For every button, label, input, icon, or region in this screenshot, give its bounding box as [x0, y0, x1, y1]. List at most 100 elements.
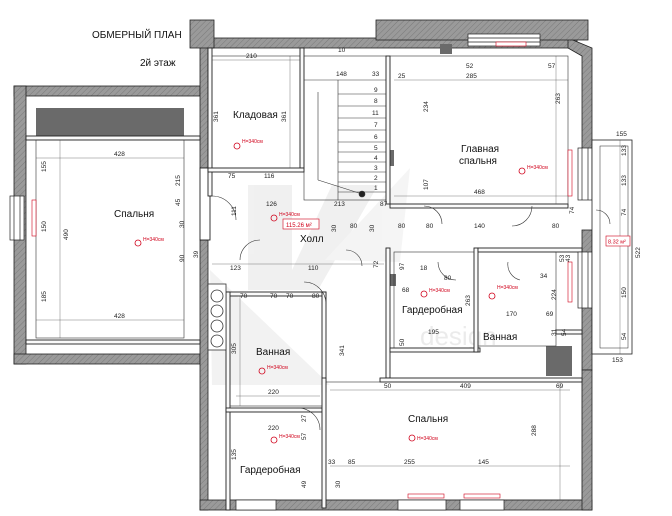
dim: 215	[175, 175, 182, 186]
dim: 224	[551, 289, 558, 300]
dim: 263	[465, 295, 472, 306]
dim: 148	[336, 71, 347, 78]
dim: 54	[621, 332, 628, 340]
room-label-bath-center: Ванная	[256, 347, 290, 358]
dim: 33	[372, 71, 380, 78]
dim: 85	[348, 459, 356, 466]
dim: 80	[312, 293, 320, 300]
dim: 45	[175, 198, 182, 206]
room-label-wardrobe-bottom: Гардеробная	[240, 464, 301, 476]
dim: 185	[41, 291, 48, 302]
dim: 155	[41, 161, 48, 172]
dim: 8	[374, 98, 378, 105]
ceiling-height-wardrobe-bottom: H=340см	[279, 434, 300, 440]
dim: 18	[420, 265, 428, 272]
dim: 468	[474, 189, 485, 196]
ceiling-height-storage: H=340см	[242, 139, 263, 145]
dim: 2	[374, 175, 378, 182]
column-circles	[207, 283, 227, 351]
dim: 25	[398, 73, 406, 80]
ceiling-height-hall: H=340см	[279, 212, 300, 218]
area-tag-hall-text: 115.26 м²	[286, 223, 312, 229]
dim: 195	[428, 329, 439, 336]
dim: 210	[246, 53, 257, 60]
dim: 341	[339, 345, 346, 356]
ceiling-height-bath-right: H=340см	[497, 285, 518, 291]
dim: 285	[466, 73, 477, 80]
dim: 7	[374, 122, 378, 129]
dim: 69	[556, 383, 564, 390]
dim: 90	[179, 254, 186, 262]
dim: 135	[231, 449, 238, 460]
dim: 111	[231, 206, 238, 216]
dim: 80	[426, 223, 434, 230]
dim: 30	[335, 480, 342, 488]
watermark-logo: design	[210, 168, 497, 385]
dim: 49	[301, 480, 308, 488]
dim: 80	[398, 223, 406, 230]
built-in-cabinets	[36, 44, 572, 376]
dim: 3	[374, 165, 378, 172]
room-label-bath-right: Ванная	[483, 332, 517, 343]
dimension-lines	[36, 56, 621, 500]
dim: 155	[616, 131, 627, 138]
dim: 133	[621, 145, 628, 156]
dim: 50	[384, 383, 392, 390]
balcony	[591, 139, 633, 355]
plan-title: ОБМЕРНЫЙ ПЛАН	[92, 28, 182, 41]
dim: 116	[264, 173, 275, 180]
dim: 80	[552, 223, 560, 230]
dimension-numbers: 210 361 361 75 116 428 155 490 150 185 4…	[41, 47, 642, 488]
radiators	[31, 41, 573, 499]
dim: 5	[374, 145, 378, 152]
dim: 27	[301, 414, 308, 422]
dim: 30	[331, 224, 338, 232]
dim: 220	[268, 425, 279, 432]
dim: 9	[374, 87, 378, 94]
dim: 305	[231, 343, 238, 354]
area-tag-hall: 115.26 м²	[282, 218, 320, 230]
room-label-bedroom-left: Спальня	[114, 209, 154, 220]
doors	[211, 195, 611, 431]
dim: 57	[548, 63, 556, 70]
dim: 6	[374, 134, 378, 141]
dim: 123	[230, 265, 241, 272]
dim: 80	[444, 275, 452, 282]
dim: 10	[338, 47, 346, 54]
dim: 80	[350, 223, 358, 230]
dim: 97	[399, 262, 406, 270]
dim: 361	[281, 111, 288, 122]
room-label-wardrobe-center: Гардеробная	[402, 304, 463, 316]
dim: 1	[374, 185, 378, 192]
dim: 522	[635, 247, 642, 258]
dim: 110	[308, 265, 319, 272]
dim: 74	[569, 206, 576, 214]
dim: 150	[41, 221, 48, 232]
dim: 33	[328, 459, 336, 466]
dim: 30	[179, 220, 186, 228]
area-tag-balcony-text: 8.32 м²	[608, 240, 626, 246]
dim: 220	[268, 389, 279, 396]
floor-label: 2й этаж	[140, 58, 176, 69]
ceiling-height-wardrobe-center: H=340см	[429, 288, 450, 294]
dim: 133	[621, 175, 628, 186]
dim: 288	[531, 425, 538, 436]
room-label-master-line1: Главная	[461, 144, 499, 155]
dim: 54	[561, 328, 568, 336]
dim: 150	[621, 287, 628, 298]
dim: 428	[114, 313, 125, 320]
dim: 70	[240, 293, 248, 300]
dim: 30	[369, 224, 376, 232]
room-outlines	[35, 55, 583, 501]
interior-walls	[25, 47, 583, 511]
dim: 75	[228, 173, 236, 180]
dim: 43	[565, 254, 572, 262]
dim: 409	[460, 383, 471, 390]
ceiling-height-master: H=340см	[527, 165, 548, 171]
dim: 428	[114, 151, 125, 158]
dim: 145	[478, 459, 489, 466]
dim: 234	[423, 101, 430, 112]
dim: 87	[380, 201, 388, 208]
dim: 11	[372, 110, 379, 117]
